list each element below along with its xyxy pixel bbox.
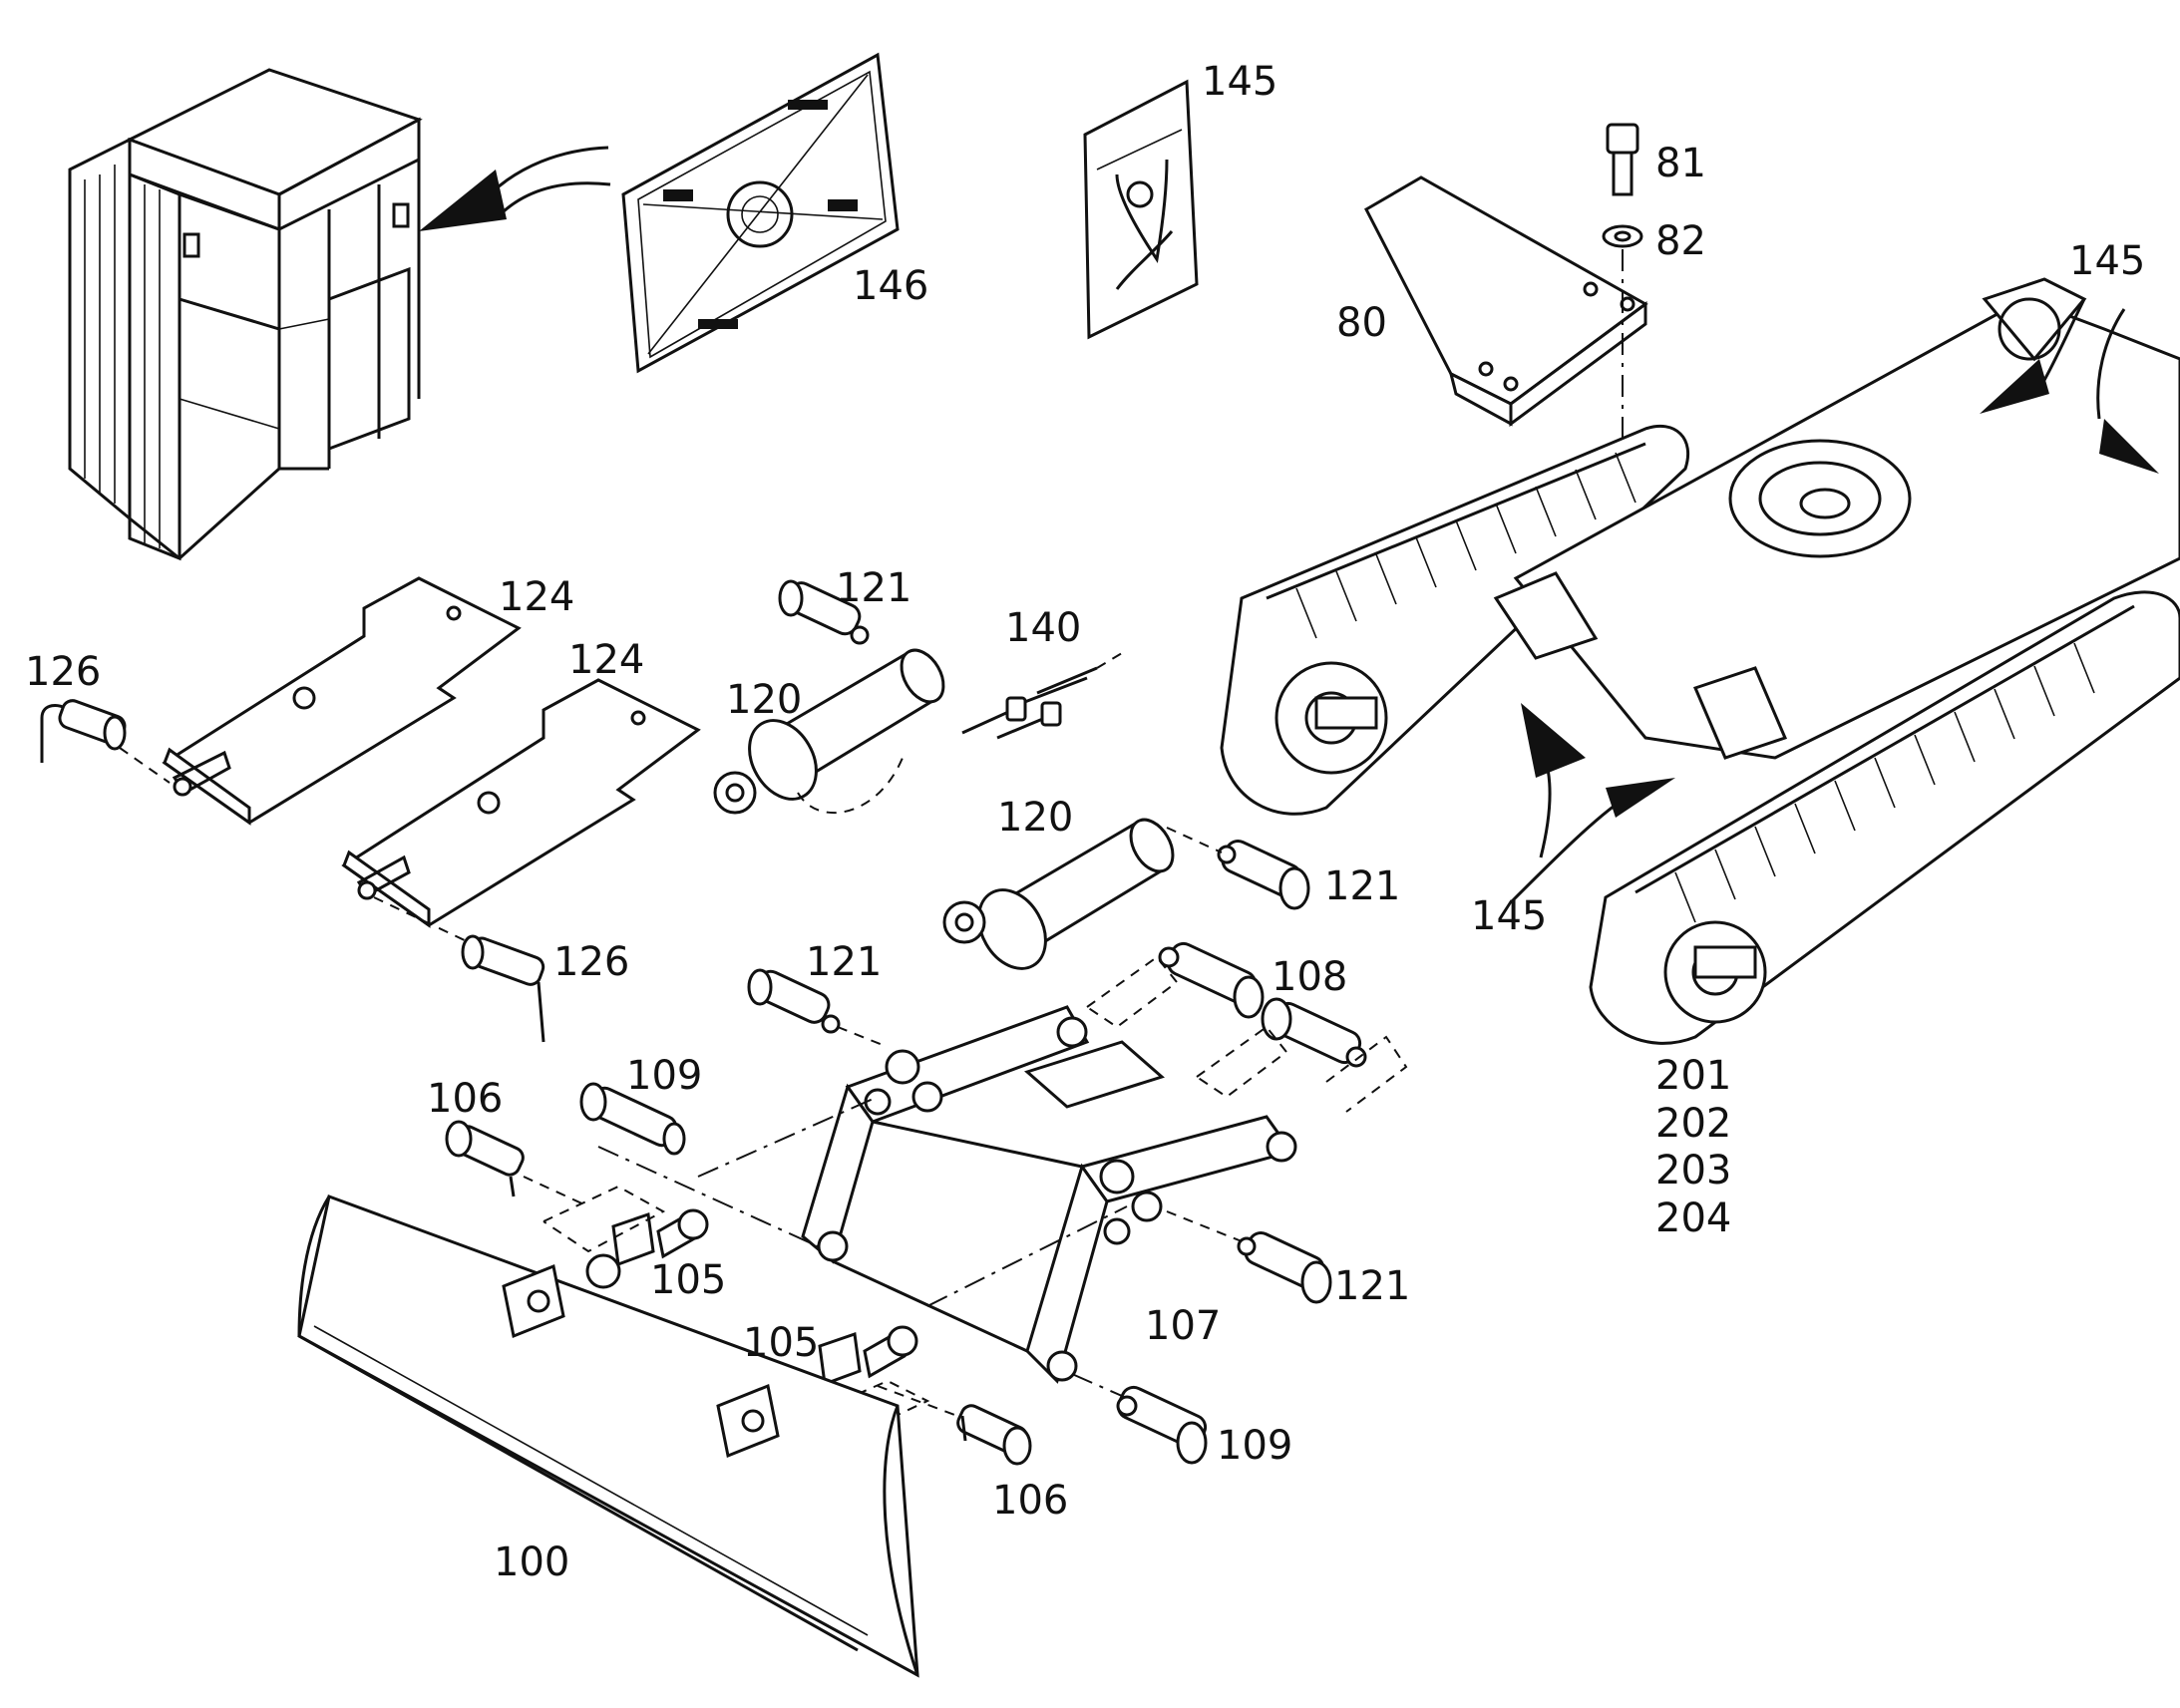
label-203: 203 [1655, 1148, 1731, 1194]
label-146: 146 [853, 263, 928, 309]
label-108: 108 [1272, 954, 1347, 1000]
pin-126a [40, 699, 127, 763]
label-106: 106 [427, 1076, 503, 1122]
track-cleats-upper [1295, 452, 1636, 639]
label-124: 124 [568, 637, 644, 683]
label-145: 145 [1471, 893, 1547, 939]
blade-100 [297, 1194, 919, 1678]
label-140: 140 [1005, 605, 1081, 651]
pin-106b [956, 1404, 1032, 1466]
plate-80 [1364, 175, 1648, 427]
label-202: 202 [1655, 1101, 1731, 1147]
pin-121d [1237, 1231, 1332, 1304]
decal-145 [1083, 79, 1199, 340]
pin-108b [1261, 997, 1367, 1068]
label-121: 121 [836, 565, 911, 611]
label-121: 121 [1334, 1263, 1410, 1309]
screws-140 [961, 666, 1098, 740]
label-126: 126 [25, 649, 101, 695]
clevis-105a [585, 1208, 709, 1289]
cab-illustration [68, 68, 423, 561]
decal-146 [621, 52, 900, 374]
pin-121a [778, 579, 870, 645]
pin-109b [1116, 1385, 1208, 1465]
pin-106a [445, 1120, 525, 1197]
label-145: 145 [2069, 238, 2145, 284]
cover-plate-124b [341, 678, 701, 928]
label-126: 126 [553, 939, 629, 985]
pin-121b [1217, 840, 1310, 910]
pin-108a [1158, 941, 1265, 1019]
bolt-81 [1606, 123, 1639, 196]
track-cleats-lower [1674, 642, 2095, 923]
pin-109a [579, 1082, 686, 1156]
label-145: 145 [1202, 59, 1277, 105]
arrow-to-cab [419, 146, 611, 231]
arrows-undercarriage [1509, 298, 2159, 904]
cylinder-120b [942, 818, 1175, 970]
label-82: 82 [1655, 218, 1706, 264]
label-81: 81 [1655, 141, 1706, 186]
cover-plate-124a [162, 576, 522, 826]
label-100: 100 [494, 1539, 569, 1585]
label-120: 120 [726, 677, 802, 723]
undercarriage [1220, 277, 2180, 1045]
label-204: 204 [1655, 1196, 1731, 1241]
part-labels: 146 145 81 82 80 145 124 124 121 140 126… [25, 59, 2145, 1585]
label-107: 107 [1145, 1303, 1221, 1349]
cylinder-120a [713, 648, 945, 815]
link-frame-107 [801, 1005, 1297, 1384]
label-109: 109 [626, 1053, 702, 1099]
label-201: 201 [1655, 1053, 1731, 1099]
washer-82 [1602, 224, 1643, 248]
pin-121c [747, 968, 841, 1034]
label-106: 106 [992, 1478, 1068, 1524]
label-120: 120 [997, 795, 1073, 841]
label-121: 121 [806, 939, 882, 985]
label-124: 124 [499, 574, 574, 620]
label-105: 105 [743, 1320, 819, 1366]
label-80: 80 [1336, 300, 1387, 346]
pin-126b [461, 934, 545, 1043]
label-105: 105 [650, 1257, 726, 1303]
label-121: 121 [1324, 863, 1400, 909]
label-109: 109 [1217, 1423, 1292, 1469]
